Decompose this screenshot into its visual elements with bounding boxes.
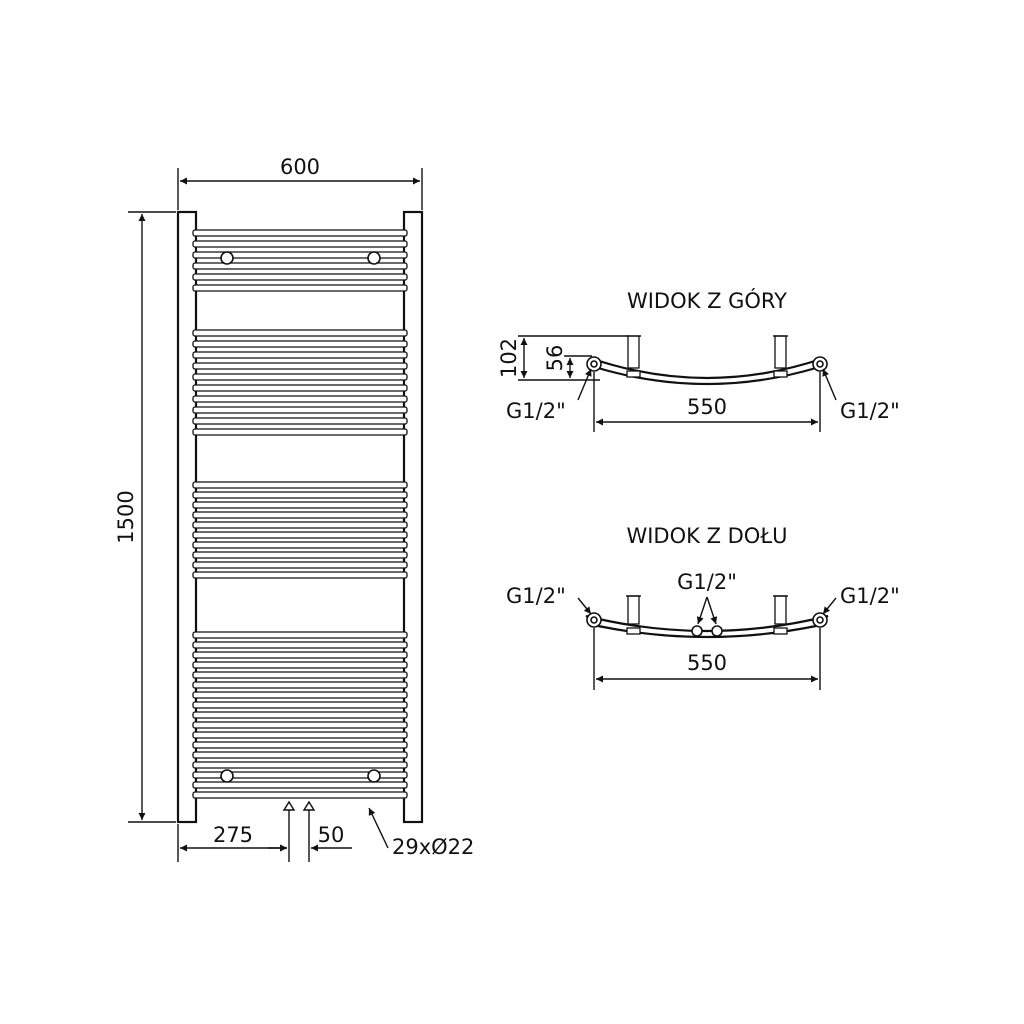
bottom-connector-center-label: G1/2" <box>677 570 737 594</box>
bottom-view-body <box>585 614 829 633</box>
spacing-dimension-label: 50 <box>318 823 345 847</box>
top-connector-right-label: G1/2" <box>840 399 900 423</box>
rung-13 <box>192 406 408 414</box>
rung-31 <box>192 681 408 689</box>
rung-12 <box>192 395 408 403</box>
rung-42 <box>192 791 408 799</box>
rungs-group <box>192 229 408 799</box>
rung-15 <box>192 428 408 436</box>
rung-32 <box>192 691 408 699</box>
width-dimension-label: 600 <box>280 155 320 179</box>
rung-25 <box>192 571 408 579</box>
bottom-connector-left-label: G1/2" <box>506 584 566 608</box>
depth-inner-dimension-label: 56 <box>543 345 567 372</box>
rung-10 <box>192 373 408 381</box>
rung-5 <box>192 284 408 292</box>
rung-14 <box>192 417 408 425</box>
rung-20 <box>192 521 408 529</box>
mount-point-bottom-right <box>367 769 381 783</box>
bottom-connector-right <box>302 800 316 862</box>
mount-point-top-right <box>367 251 381 265</box>
tube-spec-label: 29xØ22 <box>392 835 474 859</box>
bottom-width-dimension-label: 550 <box>687 651 727 675</box>
depth-outer-dimension-label: 102 <box>497 338 521 378</box>
rung-33 <box>192 701 408 709</box>
rung-34 <box>192 711 408 719</box>
front-view: 600 1500 275 50 29xØ22 <box>114 155 474 862</box>
top-bracket-right <box>774 335 787 369</box>
bottom-connector-left <box>282 800 296 862</box>
bottom-connector-center-right <box>711 625 723 637</box>
rung-26 <box>192 631 408 639</box>
rung-4 <box>192 273 408 281</box>
rung-9 <box>192 362 408 370</box>
mount-point-bottom-left <box>220 769 234 783</box>
rung-41 <box>192 781 408 789</box>
bottom-view: WIDOK Z DOŁU 550 G1/2" G1/2" G1/2" <box>506 524 900 690</box>
rung-40 <box>192 771 408 779</box>
top-width-dimension-label: 550 <box>687 395 727 419</box>
bottom-bracket-left <box>627 595 640 625</box>
rung-17 <box>192 491 408 499</box>
rung-8 <box>192 351 408 359</box>
rung-24 <box>192 561 408 569</box>
rung-29 <box>192 661 408 669</box>
rung-39 <box>192 761 408 769</box>
top-view: WIDOK Z GÓRY 102 56 550 G1/2" <box>497 288 900 432</box>
rung-27 <box>192 641 408 649</box>
rung-11 <box>192 384 408 392</box>
height-dimension-label: 1500 <box>114 490 138 543</box>
rung-1 <box>192 240 408 248</box>
rung-19 <box>192 511 408 519</box>
bottom-connector-center-left <box>691 625 703 637</box>
bottom-connector-right-label: G1/2" <box>840 584 900 608</box>
rung-16 <box>192 481 408 489</box>
rung-22 <box>192 541 408 549</box>
rung-36 <box>192 731 408 739</box>
rung-18 <box>192 501 408 509</box>
offset-dimension-label: 275 <box>213 823 253 847</box>
rung-23 <box>192 551 408 559</box>
bottom-bracket-right <box>774 595 787 625</box>
rung-28 <box>192 651 408 659</box>
rung-21 <box>192 531 408 539</box>
top-bracket-left <box>627 335 640 369</box>
bottom-view-title: WIDOK Z DOŁU <box>626 524 787 548</box>
rung-37 <box>192 741 408 749</box>
rung-35 <box>192 721 408 729</box>
rung-7 <box>192 340 408 348</box>
mount-point-top-left <box>220 251 234 265</box>
rung-2 <box>192 251 408 259</box>
rung-0 <box>192 229 408 237</box>
top-view-body <box>589 356 825 380</box>
top-connector-left-label: G1/2" <box>506 399 566 423</box>
rung-30 <box>192 671 408 679</box>
rung-3 <box>192 262 408 270</box>
top-view-title: WIDOK Z GÓRY <box>627 288 787 313</box>
rung-6 <box>192 329 408 337</box>
rung-38 <box>192 751 408 759</box>
